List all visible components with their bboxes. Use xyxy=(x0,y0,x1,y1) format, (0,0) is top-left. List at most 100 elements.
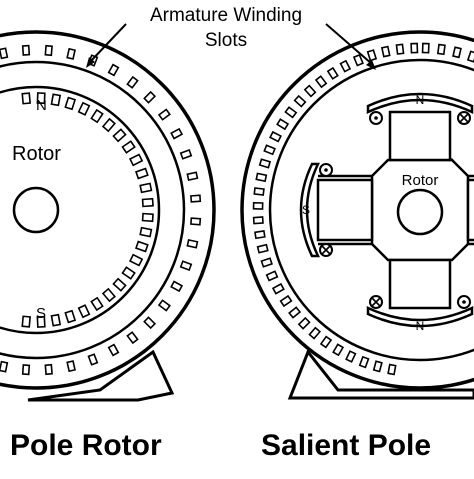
right-base xyxy=(287,349,474,400)
coil-cross xyxy=(459,113,469,123)
leader-left xyxy=(89,23,127,63)
right-top-pole-label: N xyxy=(416,93,425,107)
armature-slot xyxy=(319,335,333,349)
armature-slot xyxy=(21,92,31,105)
leader-right xyxy=(325,23,373,65)
armature-slot xyxy=(112,128,127,143)
armature-slot xyxy=(101,287,116,303)
salient-pole-machine: Rotor N S N xyxy=(240,30,474,400)
right-rotor-label: Rotor xyxy=(402,172,439,189)
armature-slot xyxy=(265,270,279,282)
left-rotor-label: Rotor xyxy=(12,143,61,165)
right-pole-shoe-bottom xyxy=(366,306,474,328)
armature-slot xyxy=(139,226,153,238)
armature-slot xyxy=(179,148,193,160)
armature-slot xyxy=(190,194,202,203)
armature-slot xyxy=(284,106,298,119)
armature-slot xyxy=(339,59,352,73)
armature-slot xyxy=(297,316,311,330)
armature-slot xyxy=(410,42,419,54)
armature-slot xyxy=(279,294,293,308)
armature-slot xyxy=(87,353,99,366)
armature-slot xyxy=(143,316,157,330)
armature-slot xyxy=(21,44,31,56)
armature-slot xyxy=(276,118,290,131)
armature-slot xyxy=(252,216,264,225)
armature-slot xyxy=(372,360,383,373)
right-bottom-pole-label: N xyxy=(416,319,425,333)
armature-slot xyxy=(395,43,405,55)
header-line-1: Armature Winding xyxy=(150,5,302,26)
armature-slot xyxy=(36,315,46,328)
coil-cross xyxy=(321,245,331,255)
armature-slot xyxy=(345,350,357,363)
right-pole-arm-left xyxy=(316,178,374,242)
armature-slot xyxy=(269,130,282,143)
armature-slot xyxy=(44,363,53,376)
armature-slot xyxy=(255,172,268,183)
armature-slot xyxy=(66,47,76,60)
armature-slot xyxy=(90,108,104,124)
armature-slot xyxy=(135,167,149,180)
armature-slot xyxy=(107,343,120,357)
armature-slot xyxy=(332,343,345,357)
armature-slot xyxy=(170,127,184,140)
armature-slot xyxy=(263,144,276,156)
armature-slot xyxy=(0,360,9,373)
armature-slot xyxy=(358,355,370,369)
armature-slot xyxy=(157,108,171,121)
armature-slot xyxy=(141,197,154,208)
left-north-label: N xyxy=(36,97,47,114)
armature-slot xyxy=(121,140,136,154)
armature-slot xyxy=(380,45,391,58)
armature-slot xyxy=(190,217,202,226)
armature-slot xyxy=(253,187,265,196)
armature-slot xyxy=(258,158,272,169)
left-rotor xyxy=(0,85,161,335)
armature-slot xyxy=(135,240,149,253)
armature-slot xyxy=(64,309,77,324)
armature-slot xyxy=(66,360,76,373)
armature-slot xyxy=(352,53,364,67)
armature-slot xyxy=(288,306,302,319)
armature-slot xyxy=(141,212,154,223)
armature-slot xyxy=(179,260,193,272)
right-pole-arm-right xyxy=(466,178,474,242)
coil-dot xyxy=(462,300,466,304)
armature-slot xyxy=(101,117,116,133)
leader-right-arrow xyxy=(366,60,376,70)
leader-left-arrow xyxy=(86,57,95,68)
armature-slot xyxy=(186,171,199,182)
armature-slot xyxy=(128,153,144,167)
armature-slot xyxy=(387,363,397,376)
armature-slot xyxy=(256,243,269,254)
armature-slot xyxy=(260,257,273,268)
armature-slot xyxy=(126,331,139,345)
armature-slot xyxy=(421,42,430,54)
right-field-coils xyxy=(319,111,471,309)
armature-slot xyxy=(139,182,153,194)
armature-slot xyxy=(436,43,446,56)
armature-slot xyxy=(308,326,322,340)
coil-dot xyxy=(374,116,378,120)
armature-slot xyxy=(452,46,462,59)
right-shaft xyxy=(396,188,444,236)
left-rotor-winding-slots xyxy=(21,92,154,328)
armature-slot xyxy=(254,230,266,240)
right-pole-shoe-top xyxy=(366,92,474,114)
armature-slot xyxy=(44,44,53,57)
armature-slot xyxy=(77,304,91,319)
left-armature-slots xyxy=(0,44,202,376)
armature-slot xyxy=(126,75,139,89)
armature-slot xyxy=(36,92,46,105)
armature-slot xyxy=(252,201,264,210)
right-pole-shoe-left xyxy=(299,162,320,258)
armature-slot xyxy=(112,277,127,292)
armature-slot xyxy=(128,253,144,267)
armature-slot xyxy=(107,63,120,77)
armature-slot xyxy=(143,90,157,104)
coil-cross xyxy=(371,297,381,307)
armature-slot xyxy=(77,101,91,116)
